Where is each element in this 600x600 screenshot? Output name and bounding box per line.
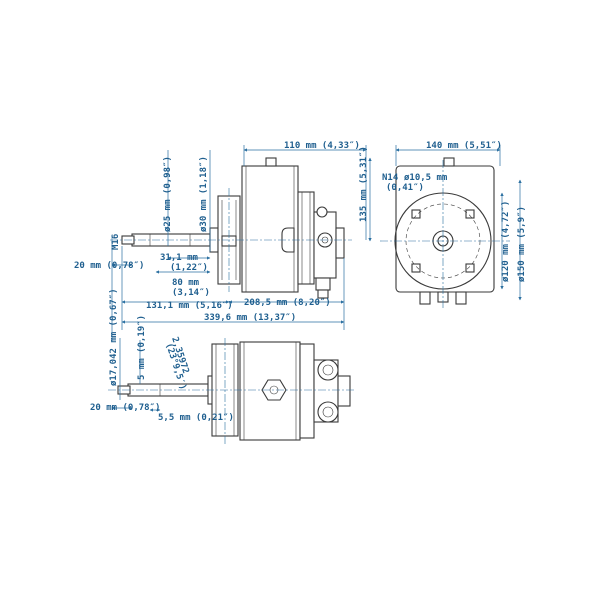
pump-bottom-view-icon [117,341,351,441]
dim-d10-5: ø10,5 mm [404,173,448,183]
dim-d120: ø120 mm (4,72″) [501,201,511,282]
pump-side-view-icon [121,157,345,299]
dim-5: 5 mm (0,19″) [137,315,147,380]
dim-20-top: 20 mm (0,78″) [74,261,144,271]
dim-140: 140 mm (5,51″) [426,141,502,151]
dim-31-1: 31,1 mm [160,253,199,263]
dim-d10-5-in: (0,41″) [386,183,424,193]
dim-80-in: (3,14″) [172,288,210,298]
dim-n14: N14 [382,173,399,183]
dim-5-5: 5,5 mm (0,21″) [158,413,234,423]
dim-20-bottom: 20 mm (0,78″) [90,403,160,413]
dim-110: 110 mm (4,33″) [284,141,360,151]
dim-d150: ø150 mm (5,9″) [517,206,527,282]
dim-208-5: 208,5 mm (8,20″) [244,298,331,308]
dim-31-1-in: (1,22″) [170,263,208,273]
dim-d17: ø17,042 mm (0,67″) [109,288,119,386]
dim-d25: ø25 mm (0,98″) [163,156,173,232]
dim-131-1: 131,1 mm (5,16″) [146,301,233,311]
dim-d30: ø30 mm (1,18″) [199,156,209,232]
dim-80: 80 mm [172,278,200,288]
dimension-lines [111,145,522,412]
dim-135: 135 mm (5,31″) [359,146,369,222]
dim-m16: M16 [111,234,121,250]
dim-339-6: 339,6 mm (13,37″) [204,313,296,323]
